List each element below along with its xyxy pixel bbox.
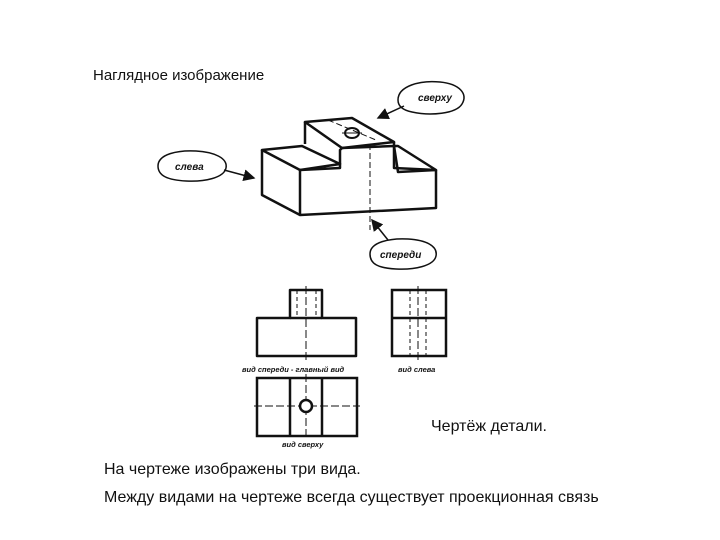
bubble-left-label: слева <box>175 162 204 173</box>
note-views: На чертеже изображены три вида. <box>104 461 361 478</box>
drawing-caption: Чертёж детали. <box>431 418 547 435</box>
bubble-front: спереди <box>369 218 437 270</box>
note-projection: Между видами на чертеже всегда существуе… <box>104 489 599 506</box>
bubble-top-label: сверху <box>418 93 452 104</box>
top-view-label: вид сверху <box>282 440 324 449</box>
bubble-top: сверху <box>376 80 465 120</box>
bubble-left: слева <box>157 150 256 182</box>
bubble-front-label: спереди <box>380 250 421 261</box>
top-view <box>255 376 359 438</box>
front-view-label: вид спереди - главный вид <box>242 365 345 374</box>
left-view <box>390 288 448 358</box>
isometric-part <box>260 116 438 217</box>
front-view <box>255 288 358 358</box>
isometric-title: Наглядное изображение <box>93 67 265 84</box>
left-view-label: вид слева <box>398 365 435 374</box>
top-view-hole-icon <box>298 398 314 414</box>
